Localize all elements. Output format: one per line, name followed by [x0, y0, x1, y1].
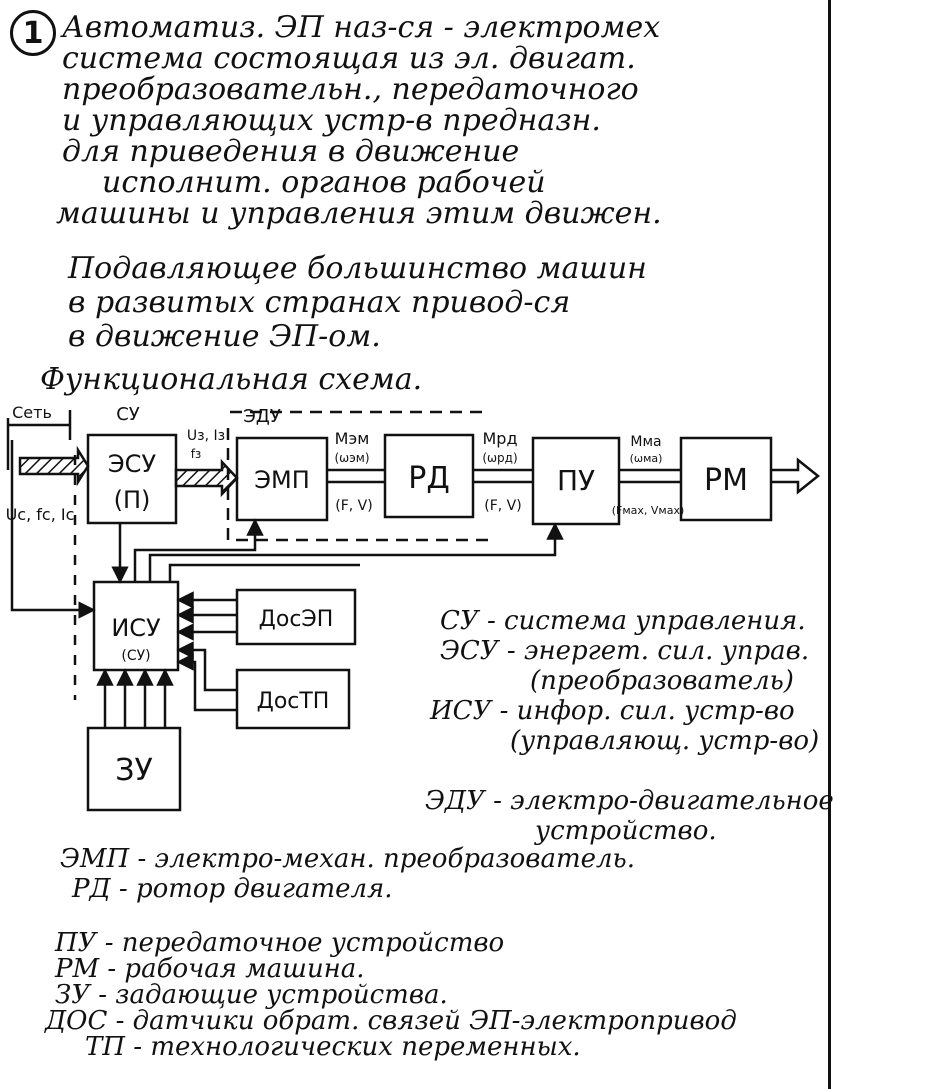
legend-line: СУ - система управления.	[440, 606, 806, 636]
legend-line: ИСУ - инфор. сил. устр-во	[430, 696, 795, 726]
rm-label: РМ	[704, 463, 748, 498]
omega-ma-label: (ωма)	[630, 452, 663, 465]
m-ma-label: Мма	[630, 434, 661, 450]
definition-line: система состоящая из эл. двигат.	[62, 41, 636, 76]
fz-label: fз	[191, 447, 202, 461]
definition-line: исполнит. органов рабочей	[102, 165, 546, 200]
f-v-ma-label: (Fмах, Vмах)	[612, 504, 685, 517]
legend-edu-group: ЭДУ - электро-двигательное устройство.	[425, 786, 834, 846]
pu-label: ПУ	[557, 464, 595, 497]
dos-ep-block	[235, 588, 357, 646]
legend-pu-group: ПУ - передаточное устройство РМ - рабоча…	[45, 928, 737, 1062]
f-v-rd-label: (F, V)	[484, 498, 521, 514]
majority-paragraph: Подавляющее большинство машин в развитых…	[68, 252, 647, 354]
esu-block	[86, 433, 178, 525]
margin-line	[828, 0, 831, 1089]
rm-block	[679, 436, 773, 522]
omega-em-label: (ωэм)	[334, 451, 369, 465]
legend-line: ТП - технологических переменных.	[85, 1032, 581, 1062]
definition-line: для приведения в движение	[62, 134, 520, 169]
diagram-title: Функциональная схема.	[40, 362, 423, 397]
legend-line: (преобразователь)	[530, 666, 794, 696]
rd-block	[383, 433, 475, 519]
definition-paragraph: Автоматиз. ЭП наз-ся - электромех систем…	[56, 10, 662, 229]
omega-rd-label: (ωрд)	[482, 451, 517, 465]
definition-line: и управляющих устр-в предназн.	[62, 103, 601, 138]
legend-line: РД - ротор двигателя.	[72, 874, 393, 904]
su-label: СУ	[116, 404, 140, 425]
u-fc-ic-label: Uс, fс, Iс	[6, 505, 75, 524]
definition-line: преобразовательн., передаточного	[62, 72, 639, 107]
legend-emp-group: ЭМП - электро-механ. преобразователь. РД…	[60, 844, 635, 904]
majority-line: в движение ЭП-ом.	[68, 319, 381, 354]
uz-iz-label: Uз, Iз	[187, 428, 225, 444]
legend-line: ЗУ - задающие устройства.	[55, 980, 448, 1010]
majority-line: Подавляющее большинство машин	[68, 251, 647, 286]
legend-line: устройство.	[535, 816, 717, 846]
emp-block	[235, 436, 329, 522]
legend-line: РМ - рабочая машина.	[55, 954, 365, 984]
rd-label: РД	[408, 461, 450, 496]
majority-line: в развитых странах привод-ся	[68, 285, 571, 320]
legend-line: (управляющ. устр-во)	[510, 726, 820, 756]
esu-label: ЭСУ	[108, 450, 157, 478]
legend-su-group: СУ - система управления. ЭСУ - энергет. …	[430, 606, 820, 756]
definition-line: Автоматиз. ЭП наз-ся - электромех	[62, 10, 661, 45]
isu-block	[92, 580, 180, 672]
dos-ep-label: ДосЭП	[259, 607, 334, 632]
f-v-em-label: (F, V)	[335, 498, 372, 514]
legend-line: ЭМП - электро-механ. преобразователь.	[60, 844, 635, 874]
pu-block	[531, 436, 621, 526]
edu-label: ЭДУ	[243, 406, 281, 427]
esu-sublabel: (П)	[114, 486, 151, 514]
zu-block	[86, 726, 182, 812]
definition-line: машины и управления этим движен.	[56, 196, 662, 231]
legend-line: ЭДУ - электро-двигательное	[425, 786, 834, 816]
isu-label: ИСУ	[111, 614, 161, 642]
network-label: Сеть	[12, 403, 52, 422]
emp-label: ЭМП	[254, 466, 310, 494]
legend-line: ПУ - передаточное устройство	[55, 928, 505, 958]
legend-line: ЭСУ - энергет. сил. управ.	[440, 636, 810, 666]
isu-sublabel: (СУ)	[121, 648, 150, 664]
dos-tp-block	[235, 668, 351, 730]
m-em-label: Мэм	[335, 429, 370, 448]
zu-label: ЗУ	[115, 753, 153, 788]
dos-tp-label: ДосТП	[257, 689, 330, 714]
m-rd-label: Мрд	[482, 429, 517, 448]
legend-line: ДОС - датчики обрат. связей ЭП-электропр…	[45, 1006, 737, 1036]
section-number: 1	[10, 10, 56, 56]
